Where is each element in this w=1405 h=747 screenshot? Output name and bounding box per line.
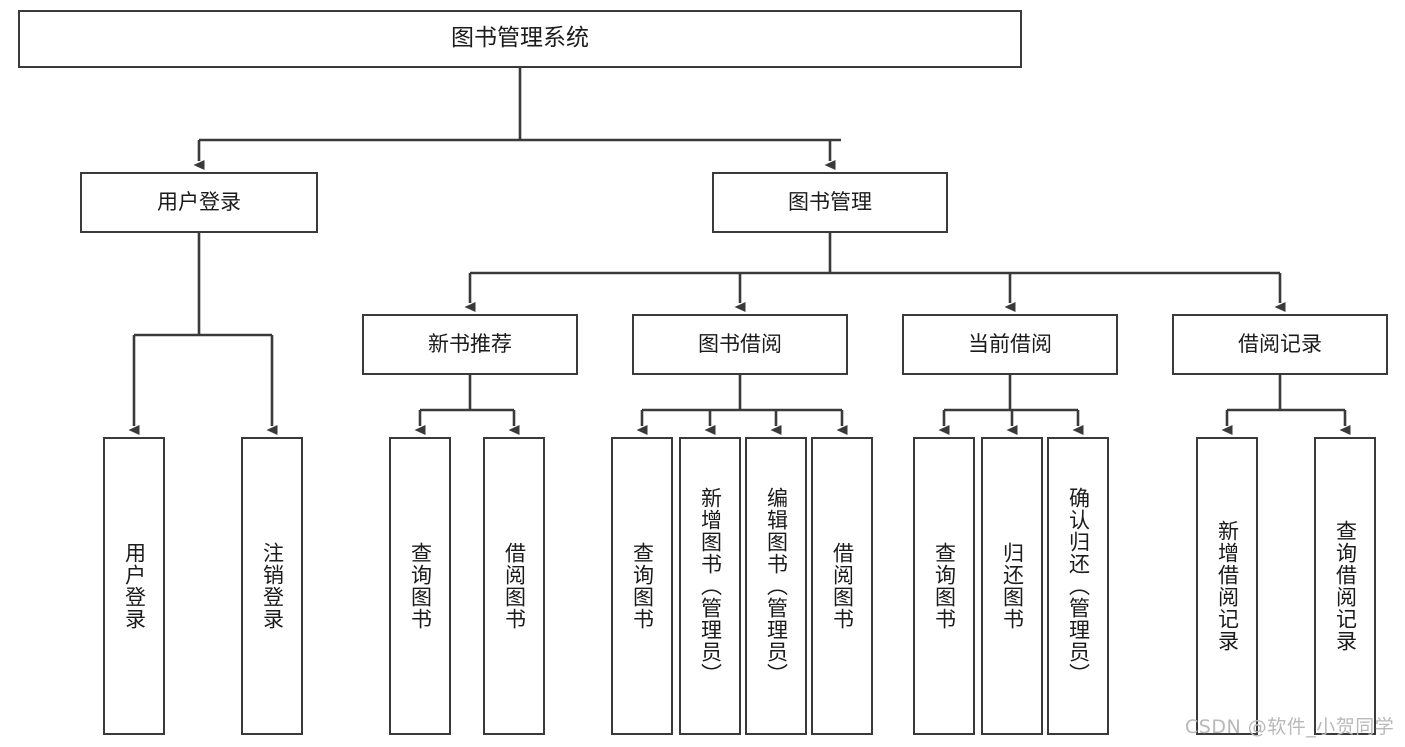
leaf-logout[interactable]: 注销登录	[241, 437, 303, 735]
node-new-book-recommend[interactable]: 新书推荐	[362, 314, 578, 375]
csdn-watermark: CSDN @软件_小贺同学	[1185, 716, 1395, 738]
leaf-query-book-current[interactable]: 查询图书	[913, 437, 975, 735]
leaf-query-borrow-record[interactable]: 查询借阅记录	[1314, 437, 1376, 735]
leaf-add-book-admin-label: 新增图书（管理员）	[698, 487, 723, 685]
leaf-borrow-book-recommend-label: 借阅图书	[502, 542, 527, 630]
node-book-borrow-label: 图书借阅	[698, 331, 782, 356]
leaf-return-book[interactable]: 归还图书	[981, 437, 1043, 735]
leaf-borrow-book[interactable]: 借阅图书	[811, 437, 873, 735]
leaf-add-book-admin[interactable]: 新增图书（管理员）	[679, 437, 741, 735]
leaf-confirm-return-admin-label: 确认归还（管理员）	[1066, 487, 1091, 685]
edge-group-records	[1221, 375, 1351, 435]
leaf-user-login-label: 用户登录	[122, 542, 147, 630]
node-book-management[interactable]: 图书管理	[712, 172, 948, 233]
edge-group-current-borrow	[938, 375, 1084, 435]
edge-group-root	[193, 68, 841, 170]
leaf-edit-book-admin[interactable]: 编辑图书（管理员）	[745, 437, 807, 735]
edge-group-book-manage	[464, 233, 1286, 312]
node-borrow-records-label: 借阅记录	[1238, 331, 1322, 356]
edge-group-borrow	[636, 375, 848, 435]
leaf-add-borrow-record[interactable]: 新增借阅记录	[1196, 437, 1258, 735]
node-new-book-recommend-label: 新书推荐	[428, 331, 512, 356]
leaf-query-book-borrow[interactable]: 查询图书	[611, 437, 673, 735]
leaf-query-book-recommend-label: 查询图书	[408, 542, 433, 630]
edge-group-new-book	[414, 375, 520, 435]
node-current-borrow[interactable]: 当前借阅	[902, 314, 1118, 375]
node-root[interactable]: 图书管理系统	[18, 10, 1022, 68]
leaf-borrow-book-label: 借阅图书	[830, 542, 855, 630]
node-user-login[interactable]: 用户登录	[80, 172, 318, 233]
node-book-borrow[interactable]: 图书借阅	[632, 314, 848, 375]
leaf-edit-book-admin-label: 编辑图书（管理员）	[764, 487, 789, 685]
leaf-return-book-label: 归还图书	[1000, 542, 1025, 630]
node-root-label: 图书管理系统	[451, 25, 589, 52]
leaf-query-book-current-label: 查询图书	[932, 542, 957, 630]
node-book-management-label: 图书管理	[788, 189, 872, 214]
leaf-user-login[interactable]: 用户登录	[103, 437, 165, 735]
leaf-logout-label: 注销登录	[260, 542, 285, 630]
leaf-query-borrow-record-label: 查询借阅记录	[1333, 520, 1358, 652]
leaf-confirm-return-admin[interactable]: 确认归还（管理员）	[1047, 437, 1109, 735]
node-current-borrow-label: 当前借阅	[968, 331, 1052, 356]
leaf-add-borrow-record-label: 新增借阅记录	[1215, 520, 1240, 652]
node-borrow-records[interactable]: 借阅记录	[1172, 314, 1388, 375]
leaf-borrow-book-recommend[interactable]: 借阅图书	[483, 437, 545, 735]
leaf-query-book-borrow-label: 查询图书	[630, 542, 655, 630]
node-user-login-label: 用户登录	[157, 189, 241, 214]
leaf-query-book-recommend[interactable]: 查询图书	[389, 437, 451, 735]
edge-group-user-login	[128, 233, 278, 435]
